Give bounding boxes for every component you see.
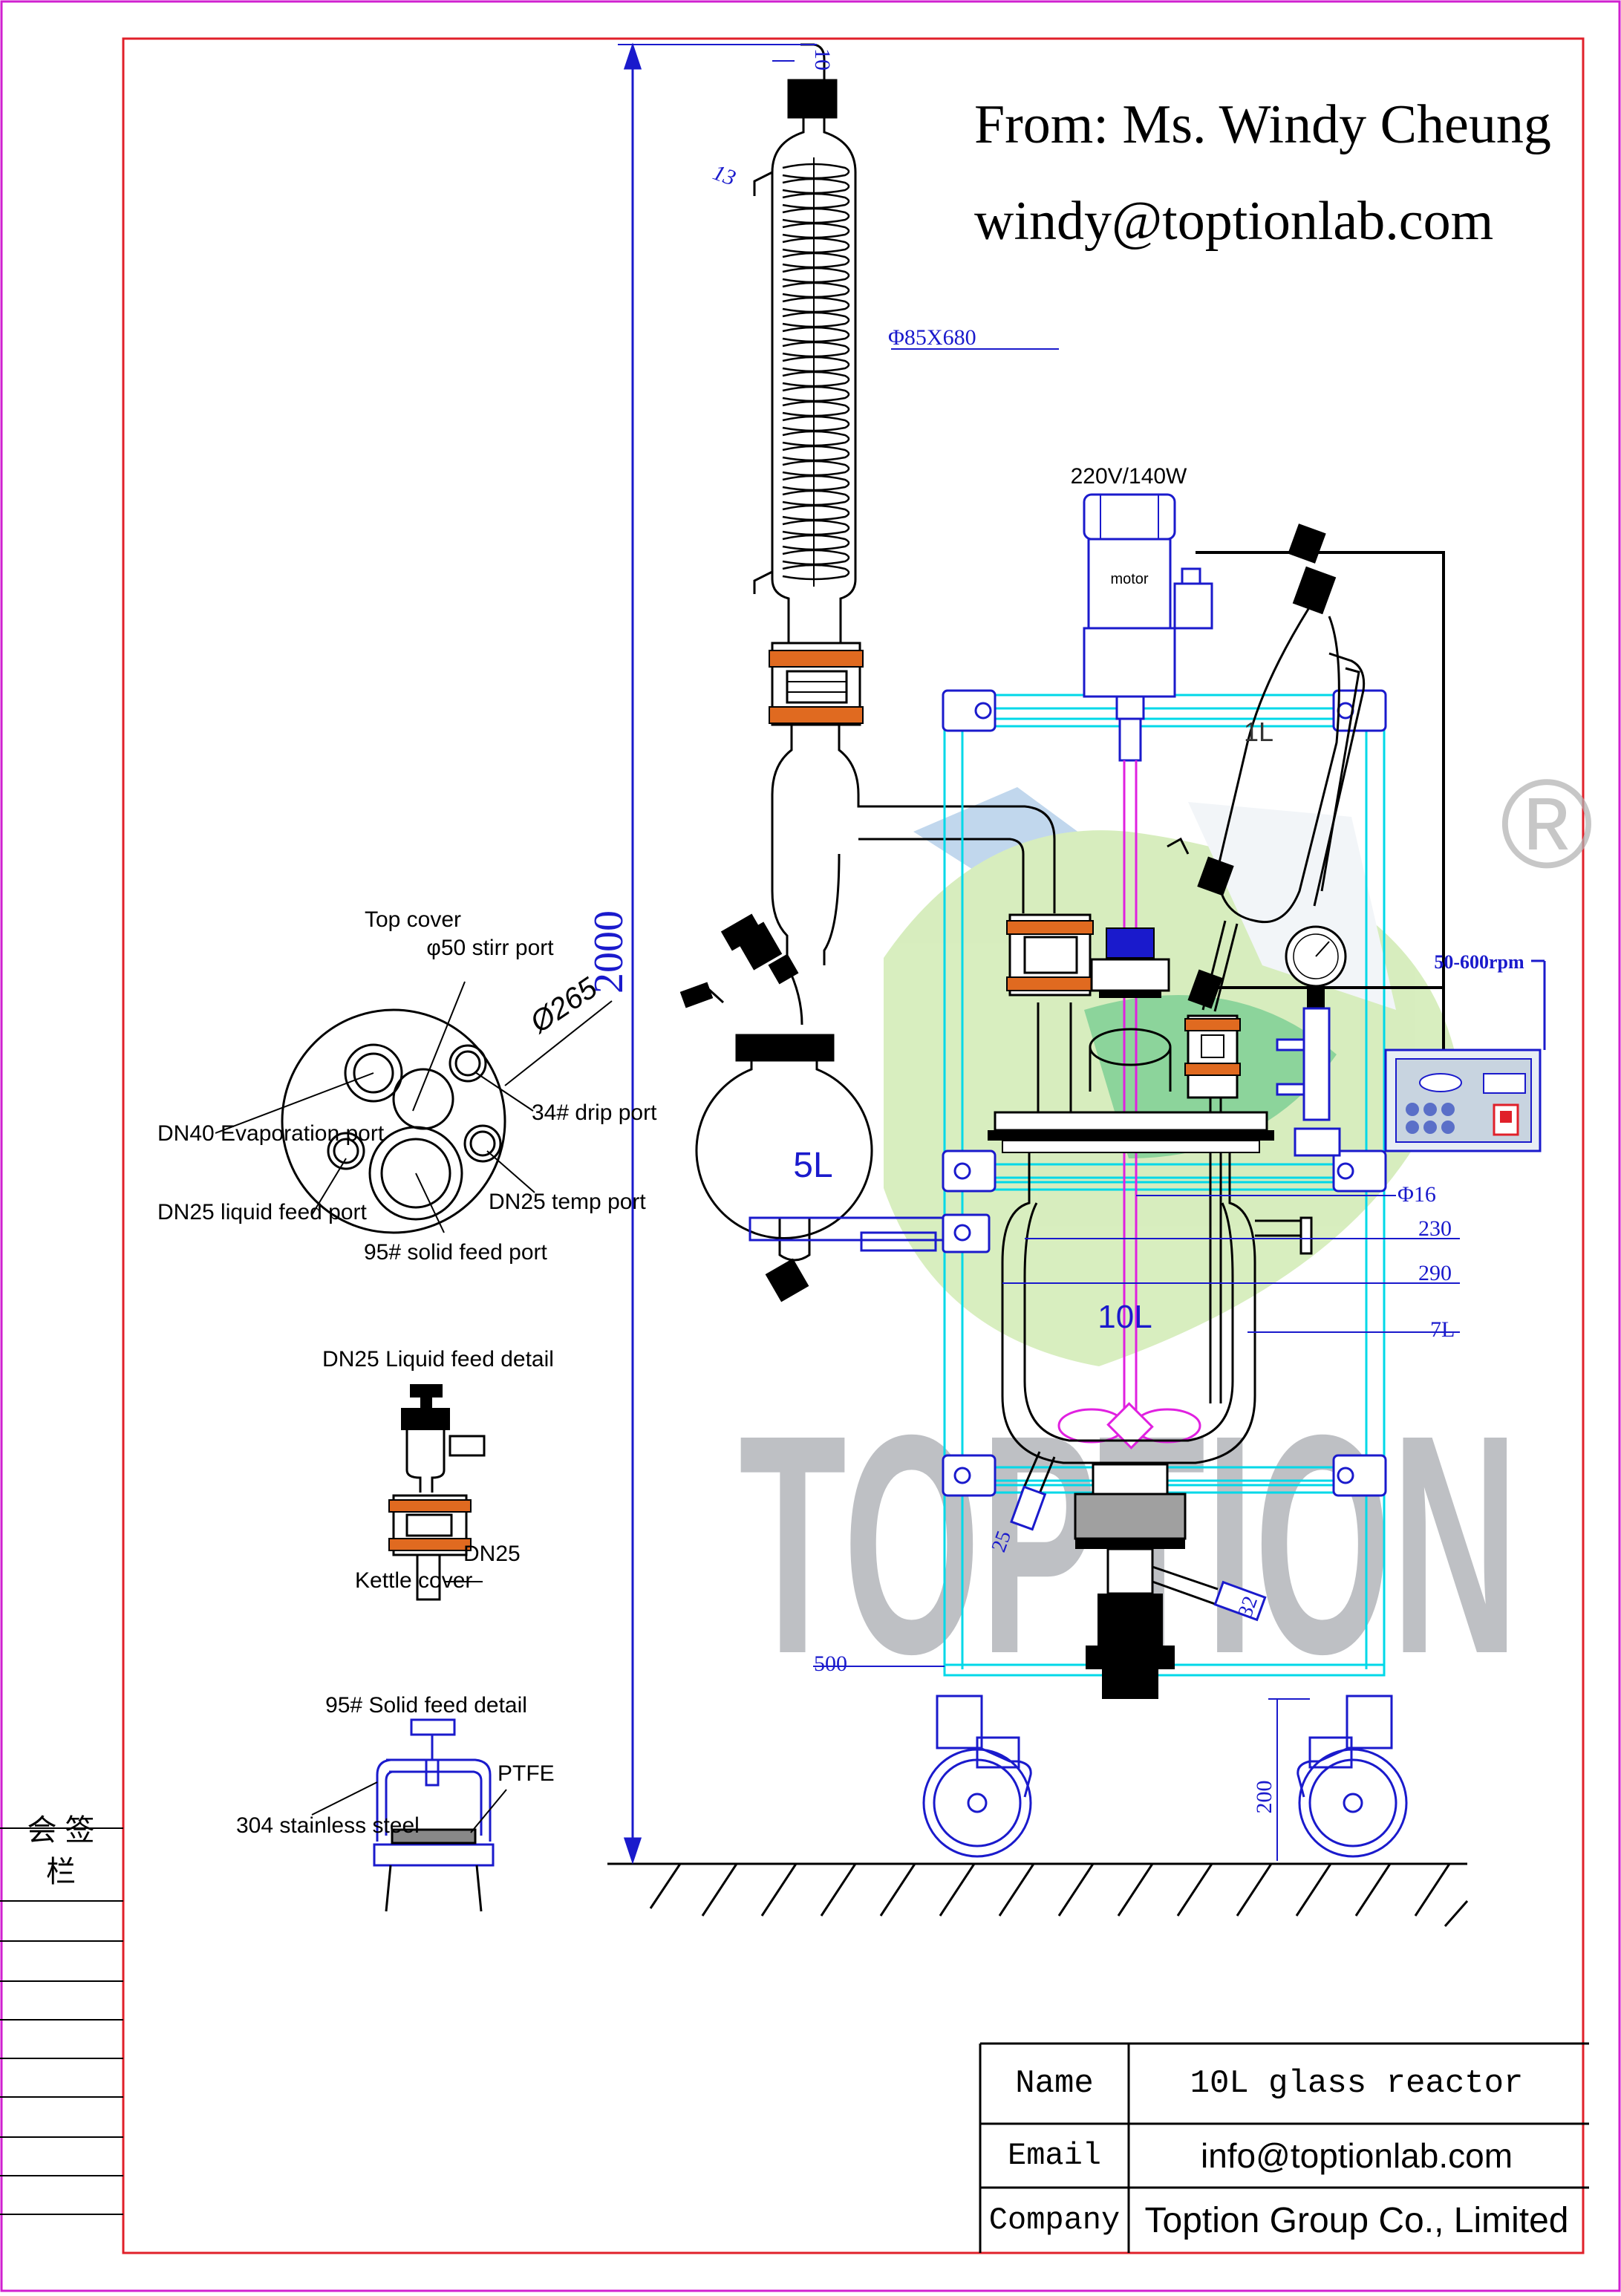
coil-loop (782, 519, 850, 536)
port-stirr: φ50 stirr port (426, 936, 554, 960)
lid-ports (1006, 913, 1241, 1403)
coil-loop (782, 311, 850, 328)
title-company-label: Company (988, 2202, 1121, 2238)
coil-loop (782, 474, 850, 492)
title-name-value: 10L glass reactor (1190, 2065, 1524, 2102)
solid-detail-ptfe: PTFE (498, 1761, 555, 1786)
title-email-label: Email (1007, 2138, 1102, 2173)
liquid-detail-title: DN25 Liquid feed detail (322, 1347, 554, 1372)
inner-diameter: 230 (1418, 1216, 1452, 1241)
funnel-volume: 1L (1244, 717, 1273, 747)
jacketed-reactor (1001, 1152, 1313, 1498)
coil-loop (782, 445, 850, 462)
coil-loop (782, 400, 850, 417)
pressure-gauge (1276, 925, 1347, 1157)
coil-loop (782, 326, 850, 343)
solid-feed-detail (311, 1718, 507, 1912)
title-email-value: info@toptionlab.com (1200, 2136, 1513, 2175)
ground-line (607, 1862, 1469, 1927)
separatory-funnel (1167, 524, 1366, 1012)
coil-loop (782, 281, 850, 299)
motor-power: 220V/140W (1071, 464, 1187, 489)
coil-loop (782, 252, 850, 269)
top-cover-diameter: Ø265 (524, 971, 604, 1040)
coil-loop (782, 460, 850, 477)
coil-loop (782, 564, 850, 581)
controller-speed-range: 50-600rpm (1434, 951, 1524, 973)
reactor-lid (988, 1111, 1274, 1153)
port-temp: DN25 temp port (489, 1190, 646, 1214)
vapour-tubing (771, 725, 1072, 1114)
transfer-valve (720, 913, 799, 985)
coil-loop (782, 296, 850, 313)
frame-width: 500 (814, 1651, 847, 1676)
caster-right (1297, 1695, 1408, 1858)
coil-loop (782, 222, 850, 239)
solid-detail-title: 95# Solid feed detail (325, 1693, 527, 1718)
reactor-volume: 10L (1097, 1299, 1152, 1335)
wheel-height: 200 (1252, 1781, 1276, 1814)
caster-left (922, 1695, 1032, 1858)
baffle-spec: 7L (1430, 1317, 1455, 1342)
port-drip: 34# drip port (532, 1100, 657, 1125)
coil-loop (782, 504, 850, 521)
condenser-top-port: 10 (810, 48, 835, 71)
port-liquid-feed: DN25 liquid feed port (157, 1200, 368, 1224)
coil-loop (782, 549, 850, 566)
drawing-border (122, 37, 1585, 2254)
coil-loop (782, 207, 850, 224)
coil-loop (782, 385, 850, 402)
stirrer-motor (1083, 493, 1213, 762)
solid-detail-steel: 304 stainless steel (236, 1813, 420, 1838)
stirrer-shaft (1057, 760, 1201, 1449)
condenser-spec: Φ85X680 (888, 325, 976, 350)
top-cover-title: Top cover (365, 907, 461, 932)
title-block-grid (979, 2042, 1589, 2253)
signature-strip (0, 1827, 123, 2215)
coil-loop (782, 341, 850, 358)
motor-label: motor (1110, 571, 1148, 587)
receiving-flask (679, 965, 873, 1302)
port-evaporation: DN40 Evaporation port (157, 1121, 385, 1146)
receiving-flask-volume: 5L (793, 1146, 832, 1185)
height-dimension (618, 42, 817, 1865)
top-cover-detail (215, 981, 613, 1234)
side-stamp-line2: 栏 (46, 1856, 76, 1888)
title-company-value: Toption Group Co., Limited (1144, 2200, 1569, 2240)
coil-loop (782, 177, 850, 195)
title-name-label: Name (1015, 2065, 1094, 2102)
coil-loop (782, 163, 850, 180)
coil-loop (782, 430, 850, 447)
header-from: From: Ms. Windy Cheung (974, 94, 1551, 155)
total-height: 2000 (586, 910, 632, 994)
coil-loop (782, 192, 850, 209)
coil-loops (782, 163, 850, 581)
registered-mark: ® (1500, 754, 1593, 895)
discharge-valve (1010, 1463, 1267, 1699)
reactor-dimension-lines (813, 1195, 1460, 1861)
header-email: windy@toptionlab.com (974, 191, 1494, 252)
speed-controller (1384, 959, 1546, 1152)
coil-loop (782, 371, 850, 388)
liquid-feed-detail (388, 1384, 486, 1601)
coil-loop (782, 356, 850, 373)
condenser-side-port: 13 (710, 160, 739, 191)
coil-loop (782, 237, 850, 254)
coil-loop (782, 489, 850, 506)
liquid-detail-size: DN25 (463, 1542, 521, 1566)
frame-clamps (942, 689, 1387, 1497)
outer-diameter: 290 (1418, 1261, 1452, 1285)
coil-loop (782, 267, 850, 284)
shaft-diameter: Φ16 (1397, 1182, 1436, 1207)
coil-loop (782, 415, 850, 432)
controller-wiring (1196, 551, 1445, 1054)
port-solid-feed: 95# solid feed port (364, 1240, 548, 1265)
liquid-detail-kettle: Kettle cover (355, 1568, 472, 1593)
side-stamp-line1: 会 签 (27, 1814, 94, 1847)
coil-loop (782, 534, 850, 551)
upper-flange-clamp (769, 642, 864, 726)
